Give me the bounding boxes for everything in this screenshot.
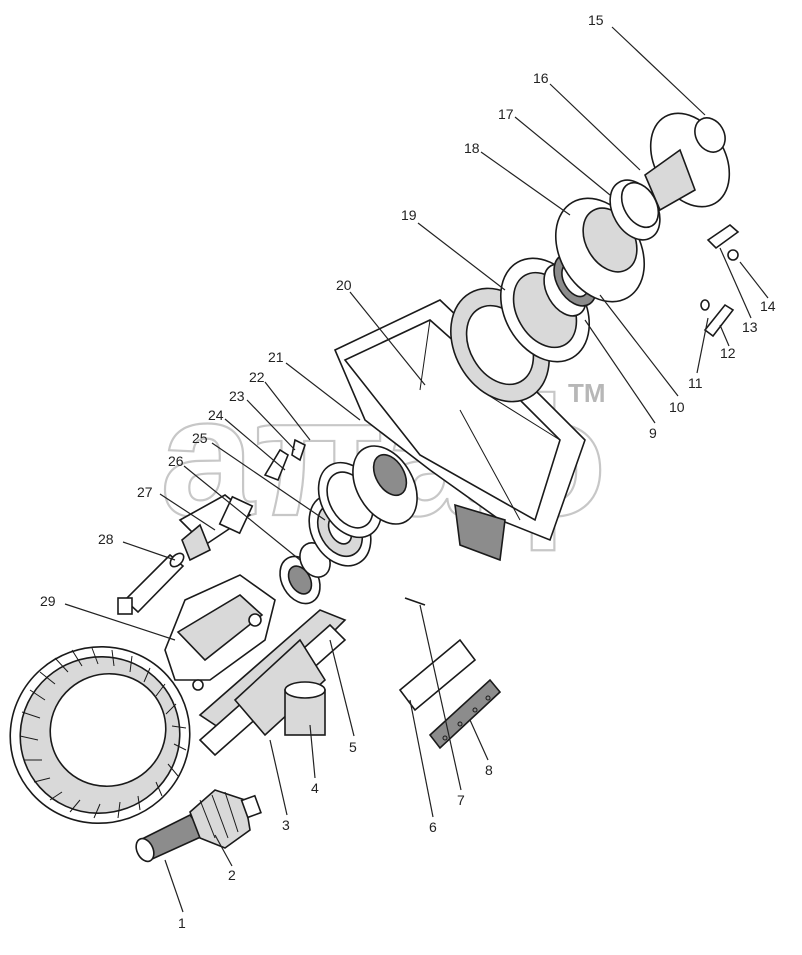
part-bolt-long bbox=[706, 223, 740, 261]
callout-23: 23 bbox=[229, 388, 245, 404]
callout-11: 11 bbox=[688, 375, 703, 391]
callout-28: 28 bbox=[98, 531, 114, 547]
callout-25: 25 bbox=[192, 430, 208, 446]
callout-7: 7 bbox=[457, 792, 465, 808]
callout-8: 8 bbox=[485, 762, 493, 778]
callout-24: 24 bbox=[208, 407, 224, 423]
part-drive-pinion bbox=[135, 789, 262, 863]
part-pin bbox=[404, 597, 426, 606]
callout-27: 27 bbox=[137, 484, 153, 500]
trademark-mark: TM bbox=[568, 378, 606, 408]
callout-6: 6 bbox=[429, 819, 437, 835]
part-sleeve bbox=[609, 179, 661, 241]
part-carrier-housing bbox=[333, 287, 586, 562]
part-cross-pin bbox=[117, 552, 185, 615]
callout-13: 13 bbox=[742, 319, 758, 335]
callout-3: 3 bbox=[282, 817, 290, 833]
part-case-half bbox=[164, 574, 276, 691]
part-ring-gear bbox=[9, 645, 191, 825]
callout-21: 21 bbox=[268, 349, 284, 365]
part-lock-strip bbox=[428, 678, 502, 750]
part-bracket bbox=[178, 494, 254, 562]
part-roller-block bbox=[398, 638, 477, 712]
callout-19: 19 bbox=[401, 207, 417, 223]
callout-4: 4 bbox=[311, 780, 319, 796]
callout-17: 17 bbox=[498, 106, 514, 122]
callout-26: 26 bbox=[168, 453, 184, 469]
part-bolt-short bbox=[700, 299, 735, 338]
callout-16: 16 bbox=[533, 70, 549, 86]
callout-labels: 1 2 3 4 5 6 7 8 9 10 11 12 13 14 15 16 1… bbox=[40, 12, 776, 931]
callout-29: 29 bbox=[40, 593, 56, 609]
callout-12: 12 bbox=[720, 345, 736, 361]
part-lock-plate bbox=[263, 438, 306, 482]
callout-5: 5 bbox=[349, 739, 357, 755]
part-bearing-cap bbox=[352, 445, 418, 525]
leader-lines bbox=[64, 26, 769, 913]
callout-10: 10 bbox=[669, 399, 685, 415]
callout-1: 1 bbox=[178, 915, 186, 931]
callout-14: 14 bbox=[760, 298, 776, 314]
callout-22: 22 bbox=[249, 369, 265, 385]
callout-18: 18 bbox=[464, 140, 480, 156]
callout-20: 20 bbox=[336, 277, 352, 293]
part-differential-case bbox=[198, 609, 347, 757]
callout-15: 15 bbox=[588, 12, 604, 28]
part-companion-flange bbox=[644, 112, 731, 212]
callout-2: 2 bbox=[228, 867, 236, 883]
callout-9: 9 bbox=[649, 425, 657, 441]
